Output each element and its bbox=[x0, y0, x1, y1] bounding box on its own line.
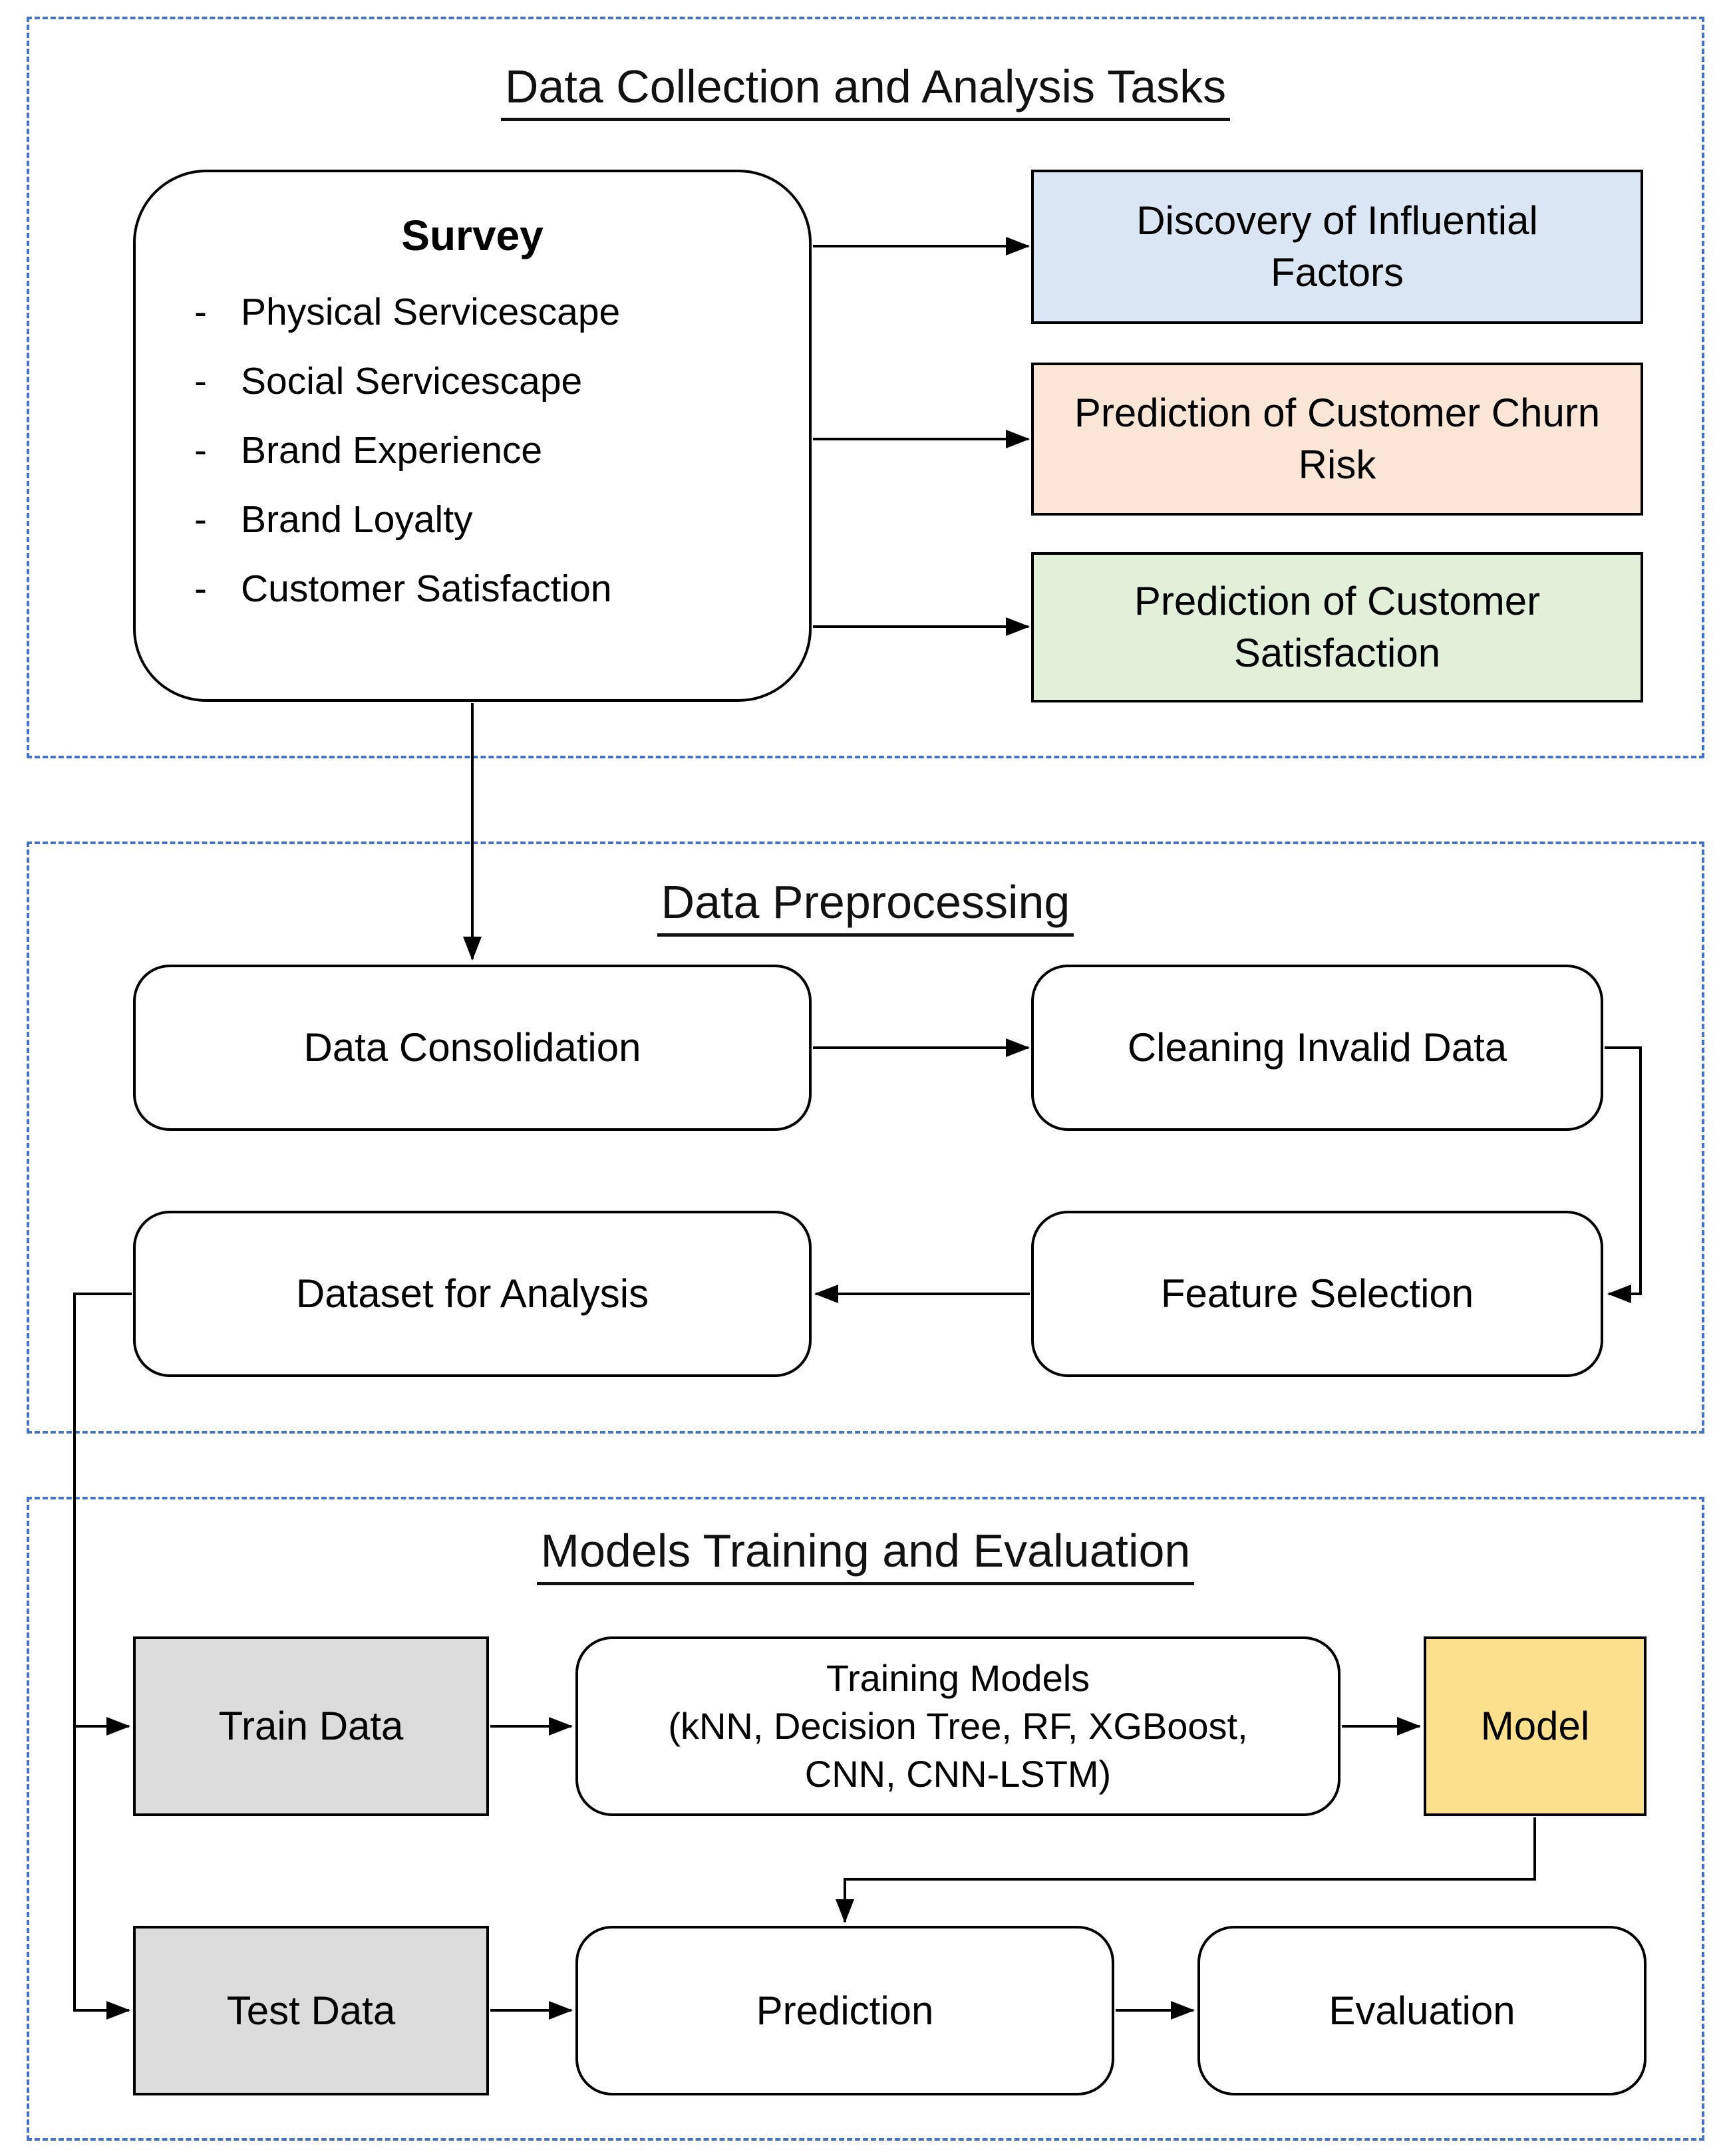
survey-item: - Social Servicescape bbox=[136, 347, 809, 416]
dash-bullet: - bbox=[194, 567, 207, 610]
model-label: Model bbox=[1480, 1704, 1590, 1748]
dataset-for-analysis-node: Dataset for Analysis bbox=[133, 1211, 812, 1377]
evaluation-label: Evaluation bbox=[1329, 1988, 1515, 2033]
section-data-collection bbox=[27, 17, 1704, 758]
training-models-list-line2: CNN, CNN-LSTM) bbox=[804, 1752, 1112, 1795]
cleaning-invalid-data-node: Cleaning Invalid Data bbox=[1031, 965, 1603, 1131]
prediction-label: Prediction bbox=[756, 1988, 934, 2033]
dash-bullet: - bbox=[194, 498, 207, 541]
feature-selection-node: Feature Selection bbox=[1031, 1211, 1603, 1377]
dash-bullet: - bbox=[194, 291, 207, 333]
task-satisfaction-label: Prediction of Customer Satisfaction bbox=[1134, 579, 1541, 675]
prediction-node: Prediction bbox=[575, 1926, 1114, 2095]
train-data-label: Train Data bbox=[218, 1704, 404, 1748]
training-models-list-line1: (kNN, Decision Tree, RF, XGBoost, bbox=[668, 1705, 1248, 1748]
model-node: Model bbox=[1424, 1636, 1647, 1816]
dash-bullet: - bbox=[194, 360, 207, 402]
evaluation-node: Evaluation bbox=[1197, 1926, 1647, 2095]
survey-item-label: Brand Loyalty bbox=[241, 498, 473, 541]
survey-item: - Brand Loyalty bbox=[136, 485, 809, 554]
survey-item: - Brand Experience bbox=[136, 416, 809, 485]
cleaning-invalid-data-label: Cleaning Invalid Data bbox=[1127, 1025, 1507, 1070]
survey-item: - Physical Servicescape bbox=[136, 277, 809, 347]
section-title-data-preprocessing: Data Preprocessing bbox=[0, 877, 1731, 937]
section-models-training bbox=[27, 1497, 1704, 2141]
train-data-node: Train Data bbox=[133, 1636, 489, 1816]
training-models-node: Training Models (kNN, Decision Tree, RF,… bbox=[575, 1636, 1340, 1816]
survey-item-label: Social Servicescape bbox=[241, 360, 583, 402]
section-data-preprocessing bbox=[27, 842, 1704, 1434]
data-consolidation-label: Data Consolidation bbox=[303, 1025, 641, 1070]
survey-item: - Customer Satisfaction bbox=[136, 554, 809, 623]
survey-item-label: Customer Satisfaction bbox=[241, 567, 612, 610]
training-models-title: Training Models bbox=[826, 1657, 1090, 1700]
test-data-node: Test Data bbox=[133, 1926, 489, 2095]
feature-selection-label: Feature Selection bbox=[1160, 1271, 1474, 1316]
task-satisfaction-node: Prediction of Customer Satisfaction bbox=[1031, 552, 1643, 702]
survey-title: Survey bbox=[401, 212, 544, 259]
task-discovery-label: Discovery of Influential Factors bbox=[1136, 198, 1538, 295]
survey-item-label: Physical Servicescape bbox=[241, 291, 621, 333]
section-title-models-training: Models Training and Evaluation bbox=[0, 1525, 1731, 1585]
survey-item-label: Brand Experience bbox=[241, 429, 543, 472]
dataset-for-analysis-label: Dataset for Analysis bbox=[295, 1271, 649, 1316]
section-title-data-collection: Data Collection and Analysis Tasks bbox=[0, 61, 1731, 121]
survey-node: Survey - Physical Servicescape - Social … bbox=[133, 170, 812, 702]
test-data-label: Test Data bbox=[226, 1988, 396, 2033]
dash-bullet: - bbox=[194, 429, 207, 472]
task-churn-node: Prediction of Customer Churn Risk bbox=[1031, 363, 1643, 516]
data-consolidation-node: Data Consolidation bbox=[133, 965, 812, 1131]
task-churn-label: Prediction of Customer Churn Risk bbox=[1074, 390, 1601, 487]
task-discovery-node: Discovery of Influential Factors bbox=[1031, 170, 1643, 324]
